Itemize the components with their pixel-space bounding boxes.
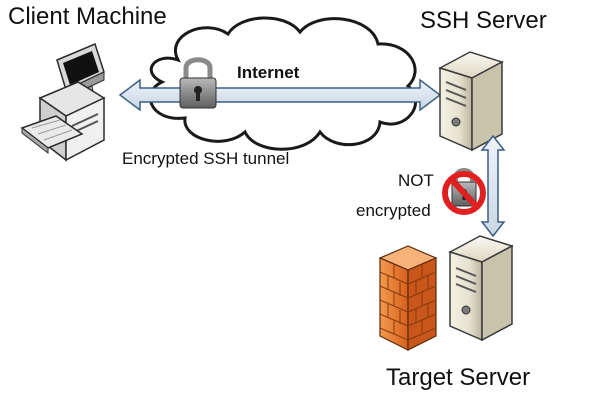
padlock-icon — [179, 57, 217, 109]
prohibited-icon — [442, 168, 486, 215]
target-server-icon — [448, 235, 514, 342]
client-machine-title: Client Machine — [8, 3, 167, 30]
unencrypted-link-arrow — [480, 134, 506, 238]
ssh-server-title: SSH Server — [420, 7, 547, 34]
not-encrypted-label-line1: NOT — [398, 171, 434, 190]
tunnel-label: Encrypted SSH tunnel — [122, 149, 290, 168]
desktop-computer-icon — [20, 42, 106, 162]
firewall-icon — [378, 245, 438, 351]
cloud-icon — [149, 16, 417, 151]
ssh-server-icon — [438, 51, 504, 152]
not-encrypted-label-line2: encrypted — [356, 201, 431, 220]
internet-label: Internet — [237, 63, 300, 82]
target-server-title: Target Server — [386, 364, 531, 391]
